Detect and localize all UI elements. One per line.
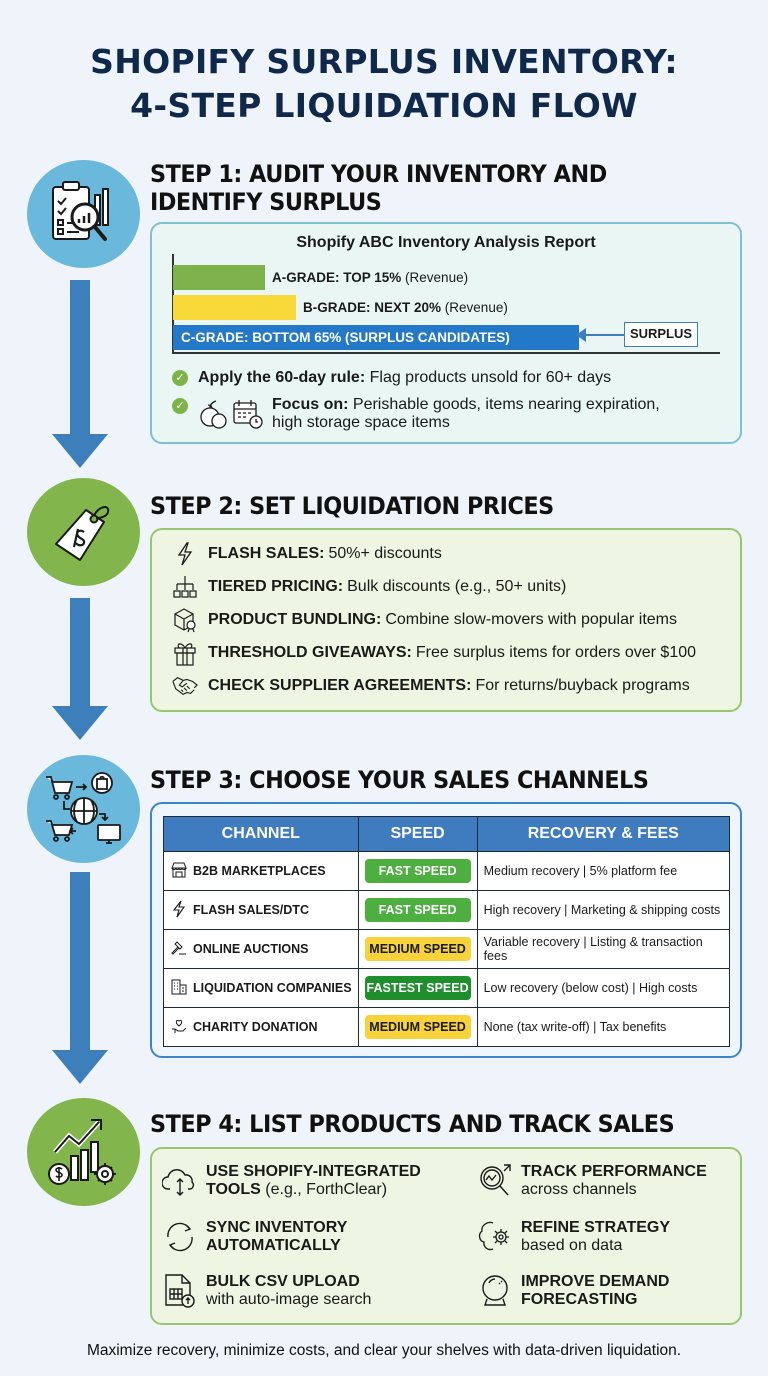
step3-icon-circle	[27, 755, 140, 863]
speed-badge: FAST SPEED	[364, 859, 471, 883]
cloud-sync-icon	[162, 1169, 195, 1196]
surplus-arrow-icon	[576, 328, 624, 342]
speed-badge: FAST SPEED	[364, 898, 471, 922]
check-icon: ✓	[172, 370, 188, 386]
check-icon: ✓	[172, 398, 188, 414]
price-tag-icon	[54, 506, 109, 561]
step1-card: Shopify ABC Inventory Analysis Report A-…	[150, 222, 742, 444]
step2-title: STEP 2: SET LIQUIDATION PRICES	[150, 492, 554, 520]
flow-arrow-2	[52, 598, 108, 743]
brain-gear-icon	[478, 1221, 509, 1251]
step3-title: STEP 3: CHOOSE YOUR SALES CHANNELS	[150, 766, 649, 794]
buildings-icon	[171, 979, 187, 994]
storefront-icon	[171, 862, 187, 877]
footer-tagline: Maximize recovery, minimize costs, and c…	[86, 1342, 682, 1359]
speed-badge: MEDIUM SPEED	[364, 1015, 471, 1039]
gift-icon	[174, 643, 196, 666]
recovery-cell: Low recovery (below cost) | High costs	[476, 968, 731, 1008]
step1-icon-circle	[27, 160, 140, 268]
price-item-threshold-giveaways: THRESHOLD GIVEAWAYS:Free surplus items f…	[172, 641, 696, 666]
price-item-product-bundling: PRODUCT BUNDLING:Combine slow-movers wit…	[172, 608, 677, 633]
sync-icon	[167, 1222, 193, 1252]
price-item-tiered-pricing: TIERED PRICING:Bulk discounts (e.g., 50+…	[172, 575, 566, 599]
speed-badge: MEDIUM SPEED	[364, 937, 471, 961]
flow-arrow-3	[52, 872, 108, 1087]
chart-y-axis	[172, 254, 174, 352]
growth-chart-icon	[47, 1119, 116, 1185]
table-row: FLASH SALES/DTC FAST SPEED High recovery…	[163, 890, 731, 930]
global-commerce-icon	[45, 772, 121, 844]
clipboard-magnifier-chart-icon	[51, 181, 109, 241]
lightning-icon	[177, 542, 193, 566]
table-row: LIQUIDATION COMPANIES FASTEST SPEED Low …	[163, 968, 731, 1008]
recovery-cell: None (tax write-off) | Tax benefits	[476, 1007, 731, 1047]
rule-60-day: ✓ Apply the 60-day rule: Flag products u…	[172, 368, 611, 388]
bar-a-grade	[173, 265, 265, 290]
flow-arrow-1	[52, 280, 108, 470]
col-channel: CHANNEL	[163, 816, 359, 852]
recovery-cell: Variable recovery | Listing & transactio…	[476, 929, 731, 969]
gavel-icon	[171, 940, 186, 955]
box-badge-icon	[174, 608, 196, 633]
speed-badge: FASTEST SPEED	[364, 976, 471, 1000]
step1-title: STEP 1: AUDIT YOUR INVENTORY AND IDENTIF…	[150, 160, 607, 216]
calendar-clock-icon	[233, 400, 263, 429]
step2-icon-circle	[27, 478, 140, 586]
recovery-cell: Medium recovery | 5% platform fee	[476, 851, 731, 891]
analytics-search-icon	[480, 1164, 511, 1196]
sales-channels-table: CHANNEL SPEED RECOVERY & FEES B2B MARKET…	[163, 816, 731, 1047]
step3-card: CHANNEL SPEED RECOVERY & FEES B2B MARKET…	[150, 802, 742, 1058]
bar-a-label: A-GRADE: TOP 15% (Revenue)	[272, 270, 469, 285]
bar-c-grade: C-GRADE: BOTTOM 65% (SURPLUS CANDIDATES)	[173, 325, 579, 350]
bar-b-grade	[173, 295, 296, 320]
price-item-supplier-agreements: CHECK SUPPLIER AGREEMENTS:For returns/bu…	[172, 674, 690, 698]
chart-x-axis	[172, 352, 720, 354]
fruit-icon	[200, 400, 227, 429]
title-line-2: 4-STEP LIQUIDATION FLOW	[130, 86, 638, 125]
csv-upload-icon	[165, 1274, 195, 1308]
table-header-row: CHANNEL SPEED RECOVERY & FEES	[163, 816, 731, 852]
bar-b-label: B-GRADE: NEXT 20% (Revenue)	[303, 300, 508, 315]
rule-focus-on: ✓ Focus on: Perishable goods, items near…	[172, 396, 660, 432]
recovery-cell: High recovery | Marketing & shipping cos…	[476, 890, 731, 930]
table-row: CHARITY DONATION MEDIUM SPEED None (tax …	[163, 1007, 731, 1047]
price-item-flash-sales: FLASH SALES:50%+ discounts	[172, 542, 442, 566]
report-title: Shopify ABC Inventory Analysis Report	[296, 234, 596, 251]
heart-hand-icon	[172, 1019, 187, 1033]
step4-title: STEP 4: LIST PRODUCTS AND TRACK SALES	[150, 1110, 675, 1138]
hierarchy-icon	[173, 576, 197, 598]
surplus-tag: SURPLUS	[624, 322, 698, 347]
col-speed: SPEED	[357, 816, 478, 852]
crystal-ball-icon	[482, 1275, 508, 1306]
step4-icon-circle	[27, 1098, 140, 1206]
step2-card: FLASH SALES:50%+ discounts TIERED PRICIN…	[150, 528, 742, 712]
table-row: B2B MARKETPLACES FAST SPEED Medium recov…	[163, 851, 731, 891]
handshake-icon	[172, 676, 198, 696]
lightning-icon	[172, 900, 186, 917]
title-line-1: SHOPIFY SURPLUS INVENTORY:	[90, 42, 678, 81]
page-title: SHOPIFY SURPLUS INVENTORY: 4-STEP LIQUID…	[0, 40, 768, 128]
col-recovery-fees: RECOVERY & FEES	[476, 816, 731, 852]
table-row: ONLINE AUCTIONS MEDIUM SPEED Variable re…	[163, 929, 731, 969]
